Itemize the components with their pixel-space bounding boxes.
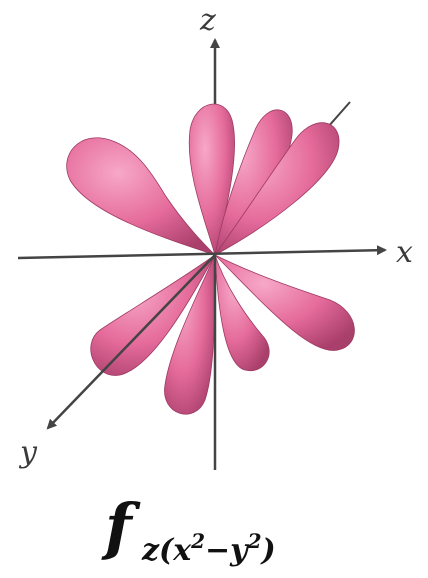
subscript-main: z(x: [141, 533, 192, 568]
upper-lobes: [67, 104, 339, 255]
x-axis-label: x: [396, 235, 413, 270]
subscript-exp-1: 2: [190, 529, 205, 553]
lower-lobes: [91, 255, 355, 414]
subscript-minus: −y: [205, 533, 250, 568]
subscript-close: ): [260, 533, 276, 568]
z-axis-label: z: [199, 3, 216, 38]
orbital-symbol: f: [101, 490, 141, 563]
orbital-label: f z(x2−y2): [101, 490, 276, 568]
subscript-exp-2: 2: [247, 529, 262, 553]
x-axis: [18, 250, 385, 258]
orbital-subscript: z(x2−y2): [141, 529, 276, 568]
y-axis-label: y: [18, 435, 38, 470]
